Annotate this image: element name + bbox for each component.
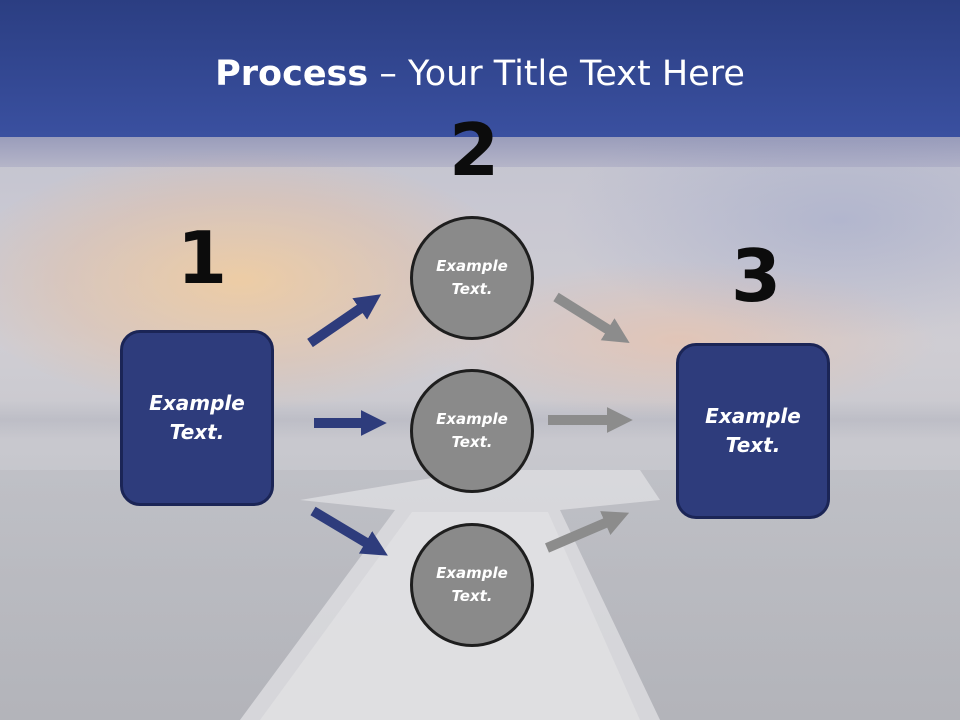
title-rest: – Your Title Text Here	[368, 54, 745, 94]
circle-middle-line2: Text.	[451, 433, 493, 451]
sky-tint	[560, 140, 960, 340]
arrow-left-to-bottom	[310, 506, 388, 556]
circle-bottom-line2: Text.	[451, 587, 493, 605]
header-band	[0, 0, 960, 137]
circle-top-line1: Example	[436, 257, 508, 275]
title-bold: Process	[215, 54, 369, 94]
step-number-2: 2	[449, 108, 500, 192]
arrow-top-to-right	[553, 292, 630, 344]
box-right-line1: Example	[705, 404, 801, 428]
process-box-right: Example Text.	[676, 343, 830, 519]
process-circle-top: Example Text.	[410, 216, 534, 340]
process-circle-middle: Example Text.	[410, 369, 534, 493]
circle-bottom-line1: Example	[436, 564, 508, 582]
box-right-line2: Text.	[725, 433, 781, 457]
circle-top-line2: Text.	[451, 280, 493, 298]
arrow-bottom-to-right	[545, 511, 630, 553]
step-number-1: 1	[177, 216, 228, 300]
step-number-3: 3	[731, 234, 782, 318]
page-title: Process – Your Title Text Here	[0, 52, 960, 96]
arrow-left-to-top	[307, 294, 382, 348]
box-left-line2: Text.	[169, 420, 225, 444]
header-fade	[0, 137, 960, 167]
process-circle-bottom: Example Text.	[410, 523, 534, 647]
circle-middle-line1: Example	[436, 410, 508, 428]
process-box-left: Example Text.	[120, 330, 274, 506]
box-left-line1: Example	[149, 391, 245, 415]
